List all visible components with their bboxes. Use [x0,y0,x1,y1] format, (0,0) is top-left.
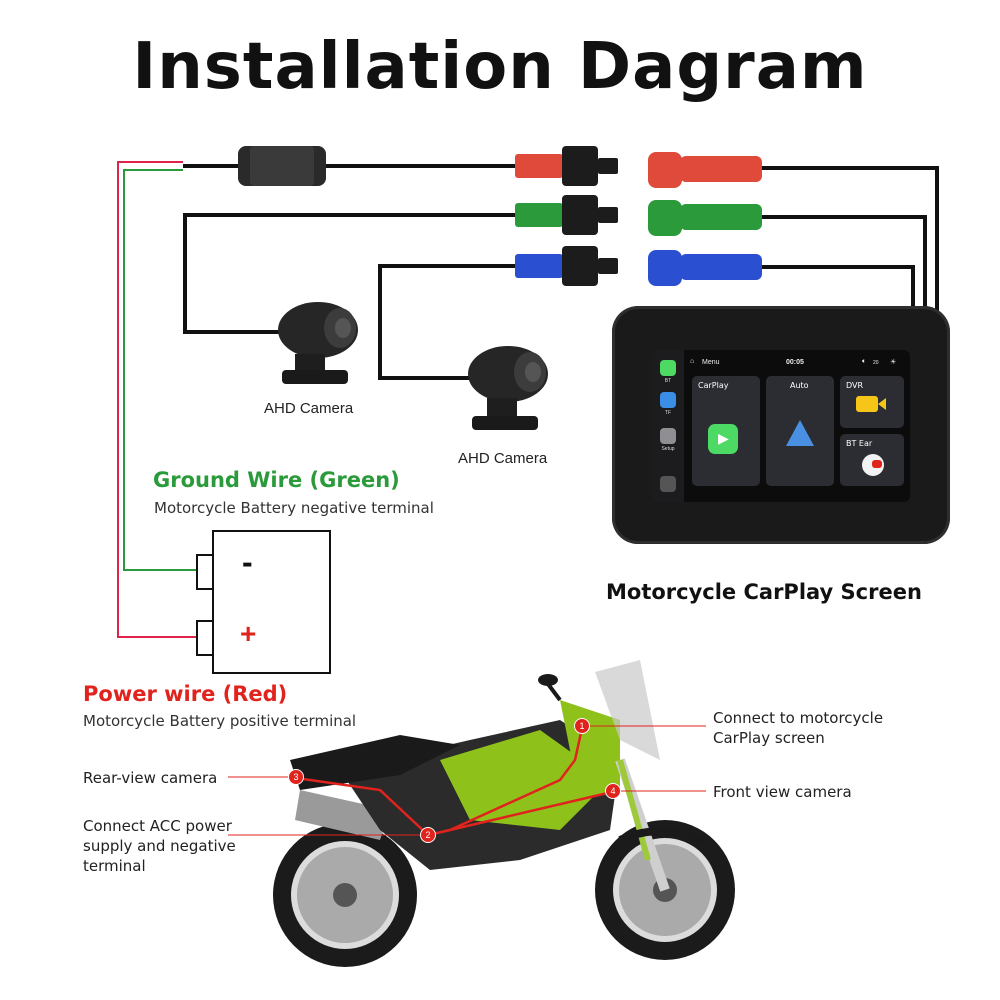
camera2-cable [378,264,515,380]
camera1-cable [183,213,515,334]
sidebar-label-setup: Setup [661,446,675,452]
plug-left-green [515,195,618,235]
home-icon[interactable]: ⌂ [690,358,695,365]
red-power-line [117,161,212,638]
ahd-camera-2-icon [468,346,548,430]
storage-icon[interactable] [660,392,676,408]
positive-terminal [196,620,214,656]
tile-carplay[interactable]: CarPlay ▶ [692,376,760,486]
clock: 00:05 [786,359,804,366]
plus-sign: + [240,618,257,649]
callout-badge-1: 1 [574,718,590,734]
callout-badge-3: 3 [288,769,304,785]
ahd-camera-1-icon [278,302,358,384]
tile-carplay-label: CarPlay [698,381,729,390]
green-ground-line [123,169,212,571]
tile-auto[interactable]: Auto [766,376,834,486]
socket-right-green [648,200,762,236]
sidebar-label-tf: TF [664,410,672,416]
ground-wire-heading: Ground Wire (Green) [153,468,400,492]
power-wire-desc: Motorcycle Battery positive terminal [83,712,357,730]
dvr-camera-icon [856,396,878,412]
camera-1-label: AHD Camera [264,400,354,417]
volume-level: 20 [873,360,879,366]
ground-wire-desc: Motorcycle Battery negative terminal [154,499,434,517]
helmet-visor-icon [872,460,882,468]
blue-socket-cable [762,265,915,318]
sidebar-label-bt: BT [664,378,672,384]
socket-right-red [648,152,762,188]
inline-box [238,146,326,186]
red-socket-cable [762,166,939,318]
tile-dvr-label: DVR [846,381,864,390]
negative-terminal [196,554,214,590]
callout-badge-4: 4 [605,783,621,799]
device-caption: Motorcycle CarPlay Screen [606,580,922,604]
callout-front-camera: Front view camera [713,783,852,801]
tile-dvr[interactable]: DVR [840,376,904,428]
callout-badge-2: 2 [420,827,436,843]
dvr-lens-icon [878,398,886,410]
motorcycle-illustration [273,660,735,967]
power-wire-heading: Power wire (Red) [83,682,288,706]
tile-bt-ear[interactable]: BT Ear [840,434,904,486]
grid-apps-icon[interactable] [660,476,676,492]
carplay-app-icon [708,424,738,454]
play-icon: ▶ [718,431,729,447]
green-socket-cable [762,215,927,318]
callout-connect-screen: Connect to motorcycle CarPlay screen [713,709,884,747]
android-auto-icon [786,420,814,446]
tile-auto-label: Auto [790,381,809,390]
phone-icon[interactable] [660,360,676,376]
battery-icon: - + [196,530,331,674]
callout-acc-power: Connect ACC power supply and negative te… [83,817,236,875]
settings-gear-icon[interactable] [660,428,676,444]
screen-sidebar: BT TF Setup [652,350,684,502]
diagram-title: Installation Dagram [132,30,868,104]
camera-2-label: AHD Camera [458,450,548,467]
callout-rear-camera: Rear-view camera [83,769,218,787]
socket-right-blue [648,250,762,286]
brightness-icon[interactable]: ☀ [890,359,897,366]
plug-left-blue [515,246,618,286]
plug-left-red [515,146,618,186]
carplay-screen: BT TF Setup ⌂ Menu 00:05 🔈︎ 20 ☀ CarPlay… [652,350,910,502]
volume-icon[interactable]: 🔈︎ [862,358,867,365]
menu-label: Menu [702,359,720,366]
minus-sign: - [242,544,253,580]
tile-bt-ear-label: BT Ear [846,439,873,448]
